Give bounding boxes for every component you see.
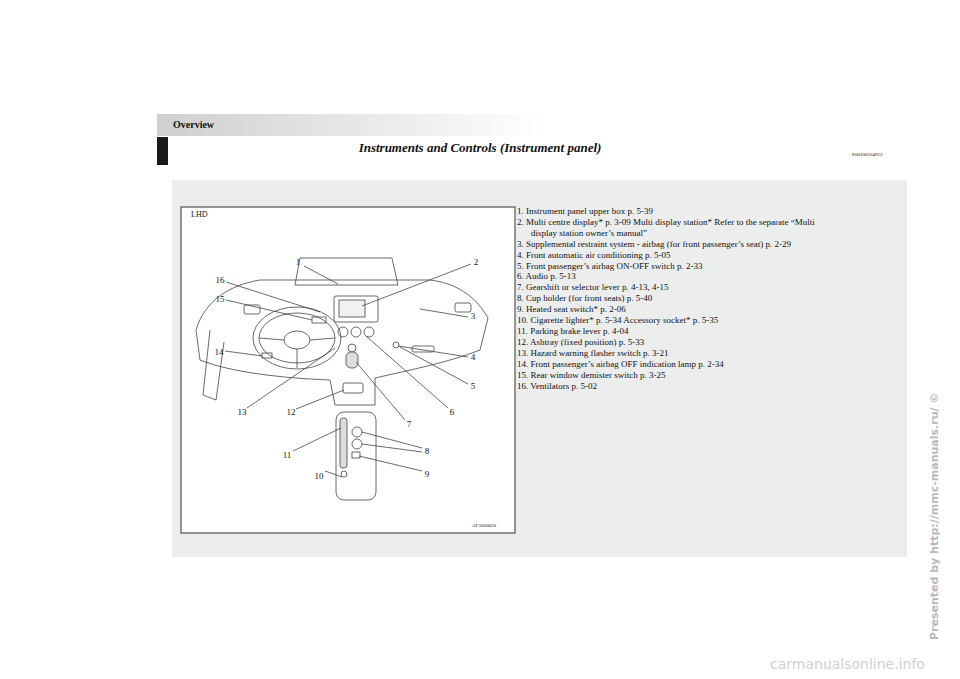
watermark: carmanualsonline.info (770, 656, 925, 672)
callout-number: 9 (425, 469, 430, 479)
watermark: Presented by http://mmc-manuals.ru/ © (928, 393, 941, 640)
callout-number: 7 (407, 419, 412, 429)
callout-number: 6 (450, 407, 455, 417)
legend-item: 12. Ashtray (fixed position) p. 5-33 (517, 337, 815, 348)
legend-item: 2. Multi centre display* p. 3-09 Multi d… (517, 217, 815, 239)
legend-item: 1. Instrument panel upper box p. 5-39 (517, 206, 815, 217)
legend-item: 16. Ventilators p. 5-02 (517, 381, 815, 392)
callout-number: 1 (296, 257, 301, 267)
legend-item: 13. Hazard warning flasher switch p. 3-2… (517, 348, 815, 359)
legend-item: 9. Heated seat switch* p. 2-06 (517, 304, 815, 315)
legend-item: 15. Rear window demister switch p. 3-25 (517, 370, 815, 381)
callout-number: 8 (425, 446, 430, 456)
figure-code: AF5000620 (472, 523, 496, 528)
callout-number: 16 (216, 275, 225, 285)
legend-item: 14. Front passenger’s airbag OFF indicat… (517, 359, 815, 370)
legend-item: 4. Front automatic air conditioning p. 5… (517, 250, 815, 261)
callout-number: 3 (471, 311, 476, 321)
drive-side-label: LHD (191, 210, 207, 219)
callout-number: 13 (238, 407, 247, 417)
legend-item: 3. Supplemental restraint system - airba… (517, 239, 815, 250)
legend-item: 10. Cigarette lighter* p. 5-34 Accessory… (517, 315, 815, 326)
callout-number: 14 (215, 347, 224, 357)
callout-number: 4 (471, 352, 476, 362)
callout-number: 5 (471, 381, 476, 391)
callout-number: 10 (315, 471, 324, 481)
document-code: E00100104913 (852, 152, 883, 157)
section-header: Overview (173, 119, 214, 130)
callout-number: 11 (283, 450, 292, 460)
page-title: Instruments and Controls (Instrument pan… (359, 140, 602, 156)
legend-item: 5. Front passenger’s airbag ON-OFF switc… (517, 261, 815, 272)
legend-item: 7. Gearshift or selector lever p. 4-13, … (517, 282, 815, 293)
callout-number: 12 (287, 407, 296, 417)
legend-item: 11. Parking brake lever p. 4-04 (517, 326, 815, 337)
callout-number: 15 (216, 294, 225, 304)
legend-list: 1. Instrument panel upper box p. 5-392. … (517, 206, 815, 391)
callout-number: 2 (474, 257, 479, 267)
legend-item: 8. Cup holder (for front seats) p. 5-40 (517, 293, 815, 304)
legend-item: 6. Audio p. 5-13 (517, 271, 815, 282)
